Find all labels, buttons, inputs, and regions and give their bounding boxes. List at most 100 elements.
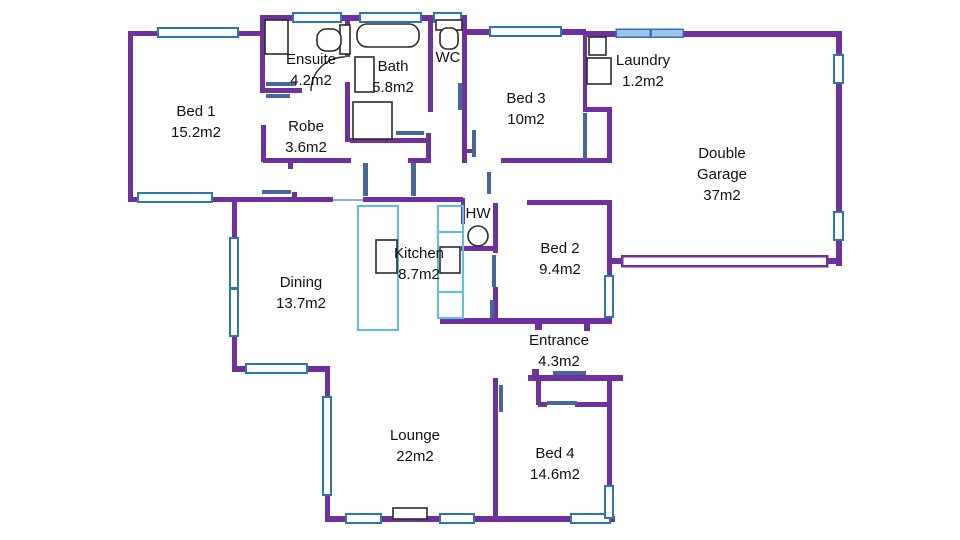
room-label-bed2: Bed 2 9.4m2 <box>539 238 581 280</box>
window <box>157 27 239 38</box>
room-name: Bed 2 <box>540 240 580 257</box>
door-leaf <box>492 255 496 287</box>
wall-segment <box>128 197 333 202</box>
room-name: Entrance <box>528 332 590 349</box>
wall-tick <box>535 324 542 330</box>
doors <box>262 82 587 412</box>
room-label-entrance: Entrance 4.3m2 <box>529 330 589 372</box>
room-label-lounge: Lounge 22m2 <box>390 425 440 467</box>
room-label-dining: Dining 13.7m2 <box>276 272 326 314</box>
window <box>292 12 342 23</box>
wall-segment <box>428 15 433 112</box>
wall-segment <box>836 31 842 266</box>
wall-segment <box>260 88 302 93</box>
garage-door-icon <box>620 254 829 268</box>
window <box>137 192 213 203</box>
room-area: 13.7m2 <box>275 295 327 312</box>
toilet-bowl-icon <box>316 28 342 52</box>
wall-tick <box>532 369 539 376</box>
wall-segment <box>461 246 497 251</box>
door-swing-arc <box>310 56 346 92</box>
wall-segment <box>575 402 610 407</box>
door-leaf <box>262 190 291 194</box>
room-name: Bed 1 <box>176 103 216 120</box>
kitchen-island-counter <box>357 205 399 331</box>
wall-segment <box>607 202 612 323</box>
wall-segment <box>462 15 467 163</box>
door-jamb <box>363 163 368 196</box>
door-leaf <box>547 401 577 405</box>
room-area: 22m2 <box>396 448 434 465</box>
window <box>604 485 614 519</box>
wall-segment <box>261 125 266 162</box>
room-area: 3.6m2 <box>285 139 327 156</box>
window <box>650 28 684 38</box>
door-jamb <box>487 172 491 194</box>
room-label-bed1: Bed 1 15.2m2 <box>171 101 221 143</box>
window <box>439 513 475 524</box>
room-label-garage: Double Garage 37m2 <box>690 143 754 206</box>
room-name: Kitchen <box>393 245 445 262</box>
door-leaf <box>266 94 290 98</box>
window <box>833 54 844 84</box>
wall-segment <box>493 287 498 323</box>
room-name: Bed 3 <box>506 90 546 107</box>
wall-segment <box>260 15 265 93</box>
door-leaf <box>396 131 424 135</box>
room-name: Laundry <box>615 52 671 69</box>
wall-segment <box>493 203 498 253</box>
door-leaf <box>266 82 296 86</box>
vanity-icon <box>354 56 375 93</box>
wall-segment <box>528 375 623 381</box>
wall-segment <box>607 107 612 163</box>
wall-segment <box>345 82 350 142</box>
room-name: Double Garage <box>696 145 748 183</box>
window <box>604 275 614 318</box>
kitchen-counters <box>357 205 464 331</box>
cased-opening <box>333 199 363 201</box>
bath-tub-icon <box>356 23 420 48</box>
fixtures <box>264 19 612 520</box>
front-door-leaf <box>553 371 586 375</box>
room-name: WC <box>435 49 461 66</box>
room-area: 15.2m2 <box>170 124 222 141</box>
shower-icon <box>264 19 289 55</box>
wall-segment <box>527 200 612 205</box>
window <box>359 12 422 23</box>
fireplace-icon <box>392 507 428 520</box>
door-jamb <box>472 130 476 157</box>
room-label-ensuite: Ensuite 4.2m2 <box>286 49 336 91</box>
window <box>322 396 332 496</box>
wall-tick <box>288 163 293 169</box>
room-name: Bed 4 <box>535 445 575 462</box>
door-jamb <box>490 300 494 318</box>
room-area: 9.4m2 <box>539 261 581 278</box>
room-area: 10m2 <box>507 111 545 128</box>
wall-segment <box>536 381 541 405</box>
hot-water-cylinder-icon <box>467 225 489 247</box>
window <box>615 28 651 38</box>
room-name: Lounge <box>389 427 441 444</box>
wall-segment <box>263 158 351 163</box>
cooktop-icon <box>439 246 461 274</box>
room-name: Dining <box>279 274 323 291</box>
room-label-bath: Bath 5.8m2 <box>372 56 414 98</box>
kitchen-wall-counter <box>437 205 464 319</box>
wall-tick <box>584 324 590 331</box>
room-area: 8.7m2 <box>398 266 440 283</box>
wall-segment <box>363 197 463 202</box>
shower-icon <box>352 101 393 140</box>
room-name: Bath <box>377 58 409 75</box>
wall-segment <box>128 31 133 202</box>
wall-segment <box>607 377 612 521</box>
door-jamb <box>411 163 416 196</box>
window <box>833 211 844 241</box>
kitchen-sink-icon <box>375 239 398 274</box>
laundry-tub-icon <box>588 36 607 56</box>
room-name: Robe <box>288 118 324 135</box>
wall-segment <box>583 31 587 110</box>
window <box>489 26 562 37</box>
window <box>245 363 308 374</box>
